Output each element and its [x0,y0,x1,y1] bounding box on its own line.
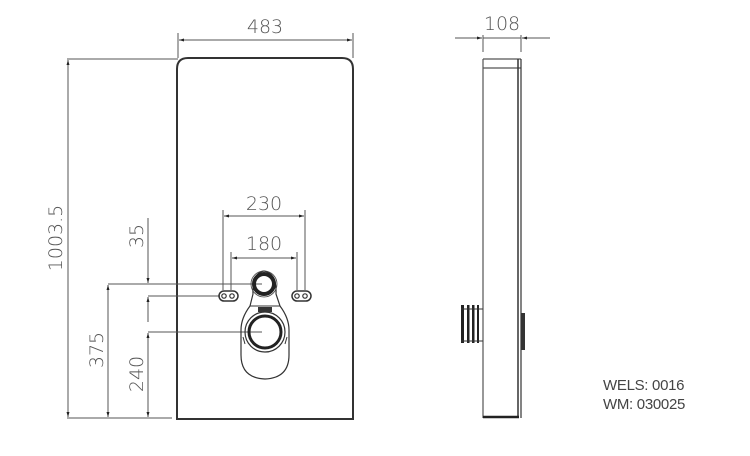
front-view: 483 1003.5 375 35 240 [45,16,354,420]
side-view: 108 [455,13,550,419]
watermark-number: WM: 030025 [603,396,686,413]
panel-outline [176,57,354,420]
bolt-offset-dimension: 35 [126,218,220,322]
outlet-height-label: 240 [126,356,148,392]
wels-rating: WELS: 0016 [603,377,685,394]
depth-label: 108 [484,13,520,35]
depth-dimension: 108 [455,13,550,52]
height-label: 1003.5 [45,205,67,271]
bolt-offset-label: 35 [126,224,148,248]
bolt-holes-left [218,290,239,302]
height-dimension: 1003.5 [45,58,178,419]
bolt-spacing-outer-dimension: 230 [222,193,306,290]
inlet-height-dimension: 375 [86,283,262,417]
flush-plate [521,313,525,350]
waste-outlet-housing [240,270,290,380]
width-label: 483 [247,16,283,38]
bolt-spacing-inner-label: 180 [246,233,282,255]
bolt-spacing-inner-dimension: 180 [230,233,298,290]
outlet-height-dimension: 240 [126,331,262,417]
outlet-pipe [461,305,483,343]
bolt-spacing-outer-label: 230 [246,193,282,215]
width-dimension: 483 [177,16,354,58]
bolt-holes-right [291,290,312,302]
inlet-height-label: 375 [86,332,108,368]
